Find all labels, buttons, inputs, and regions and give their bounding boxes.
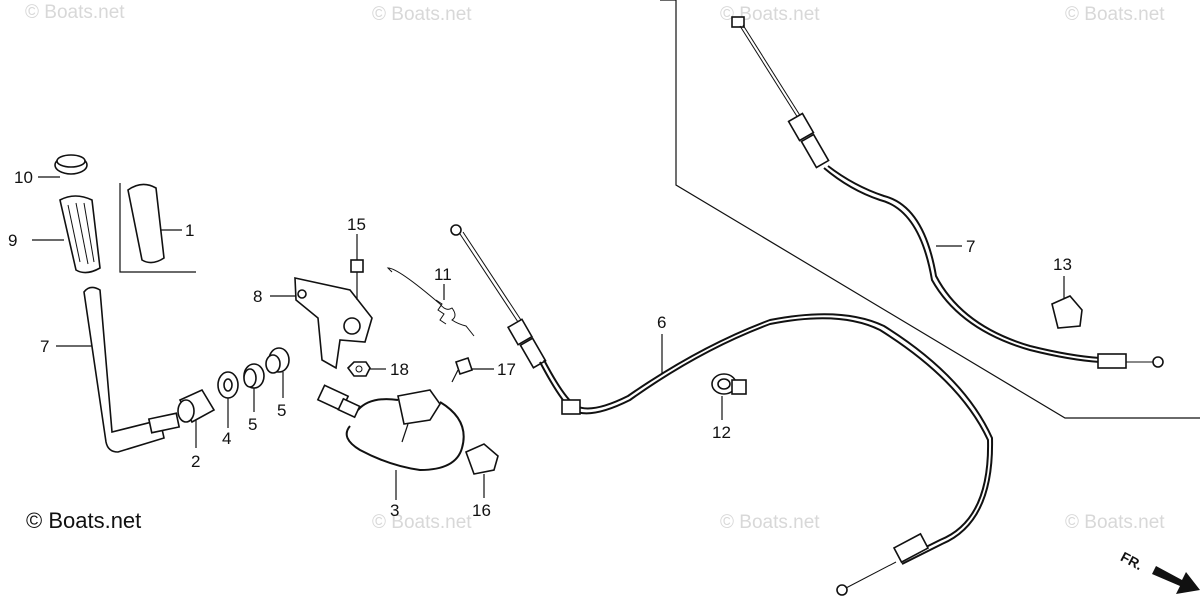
clip-part-15 — [464, 443, 499, 475]
callout-17: 17 — [497, 360, 516, 379]
front-direction-arrow: FR. — [1118, 548, 1200, 594]
cable-part-7 — [731, 16, 1164, 369]
callout-1: 1 — [185, 221, 194, 240]
cable-part-6 — [450, 224, 994, 596]
callout-3: 3 — [390, 501, 399, 520]
callout-18: 18 — [390, 360, 409, 379]
bolt-part-16 — [350, 259, 364, 300]
watermark: © Boats.net — [1065, 4, 1165, 25]
callout-16: 15 — [347, 215, 366, 234]
cap-part-12 — [54, 154, 88, 175]
callout-6: 6 — [657, 313, 666, 332]
washer-part-4 — [217, 371, 239, 399]
lever-part-9 — [83, 286, 181, 453]
callout-15: 16 — [472, 501, 491, 520]
clip-part-14 — [1051, 295, 1083, 329]
nut-part-18 — [346, 361, 371, 377]
arrow-icon — [1152, 566, 1200, 594]
callout-14: 13 — [1053, 255, 1072, 274]
watermark: © Boats.net — [25, 2, 125, 23]
watermark: © Boats.net — [1065, 512, 1165, 533]
collar-part-2 — [177, 388, 216, 424]
callout-8: 8 — [253, 287, 262, 306]
copyright-notice: © Boats.net — [26, 508, 141, 533]
switch-part-3 — [316, 384, 465, 472]
callout-10: 11 — [434, 265, 452, 284]
watermark: © Boats.net — [720, 512, 820, 533]
bushing-part-5b — [265, 347, 290, 374]
callout-4: 4 — [222, 429, 231, 448]
leader-lines — [32, 176, 1065, 500]
section-frame — [660, 0, 1200, 419]
watermark: © Boats.net — [372, 512, 472, 533]
callout-11: 9 — [8, 231, 17, 250]
bracket-part-8 — [294, 276, 373, 370]
callout-7: 7 — [966, 237, 975, 256]
spring-part-10 — [386, 267, 475, 337]
callout-2: 2 — [191, 452, 200, 471]
bushing-part-5a — [243, 363, 265, 389]
grip-part-11 — [59, 195, 101, 274]
callout-5a: 5 — [248, 415, 257, 434]
callout-12: 10 — [14, 168, 33, 187]
callout-9: 7 — [40, 337, 49, 356]
part-1-frame — [119, 183, 196, 273]
fitting-part-17 — [451, 356, 474, 383]
clamp-part-13 — [711, 373, 747, 395]
watermark: © Boats.net — [372, 4, 472, 25]
callout-13: 12 — [712, 423, 731, 442]
callout-5b: 5 — [277, 401, 286, 420]
watermark: © Boats.net — [720, 4, 820, 25]
direction-label: FR. — [1118, 548, 1145, 573]
sleeve-part-1 — [127, 183, 165, 264]
